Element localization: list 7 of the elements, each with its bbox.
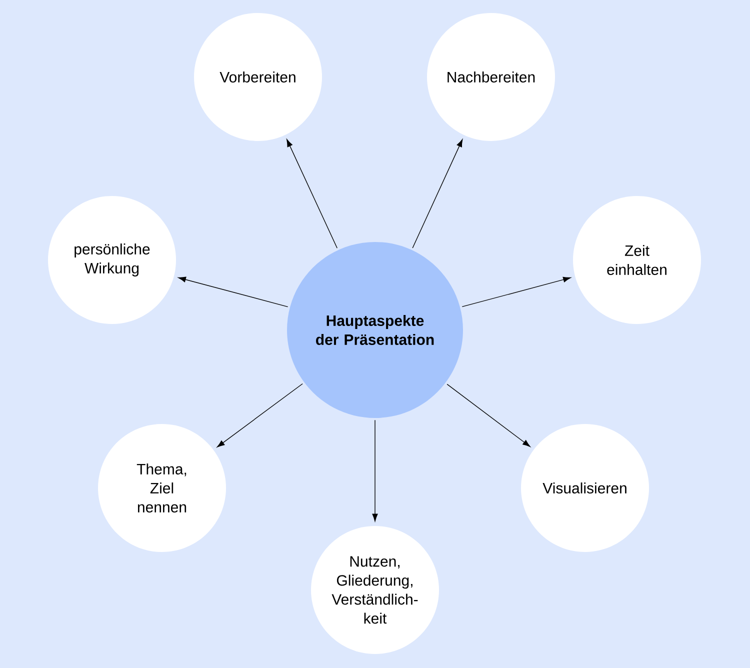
arrow [178, 276, 288, 308]
arrow [286, 139, 338, 248]
arrow [372, 420, 378, 522]
arrow [446, 384, 530, 447]
arrow [412, 139, 463, 248]
arrow [216, 383, 303, 448]
arrow [462, 276, 571, 308]
